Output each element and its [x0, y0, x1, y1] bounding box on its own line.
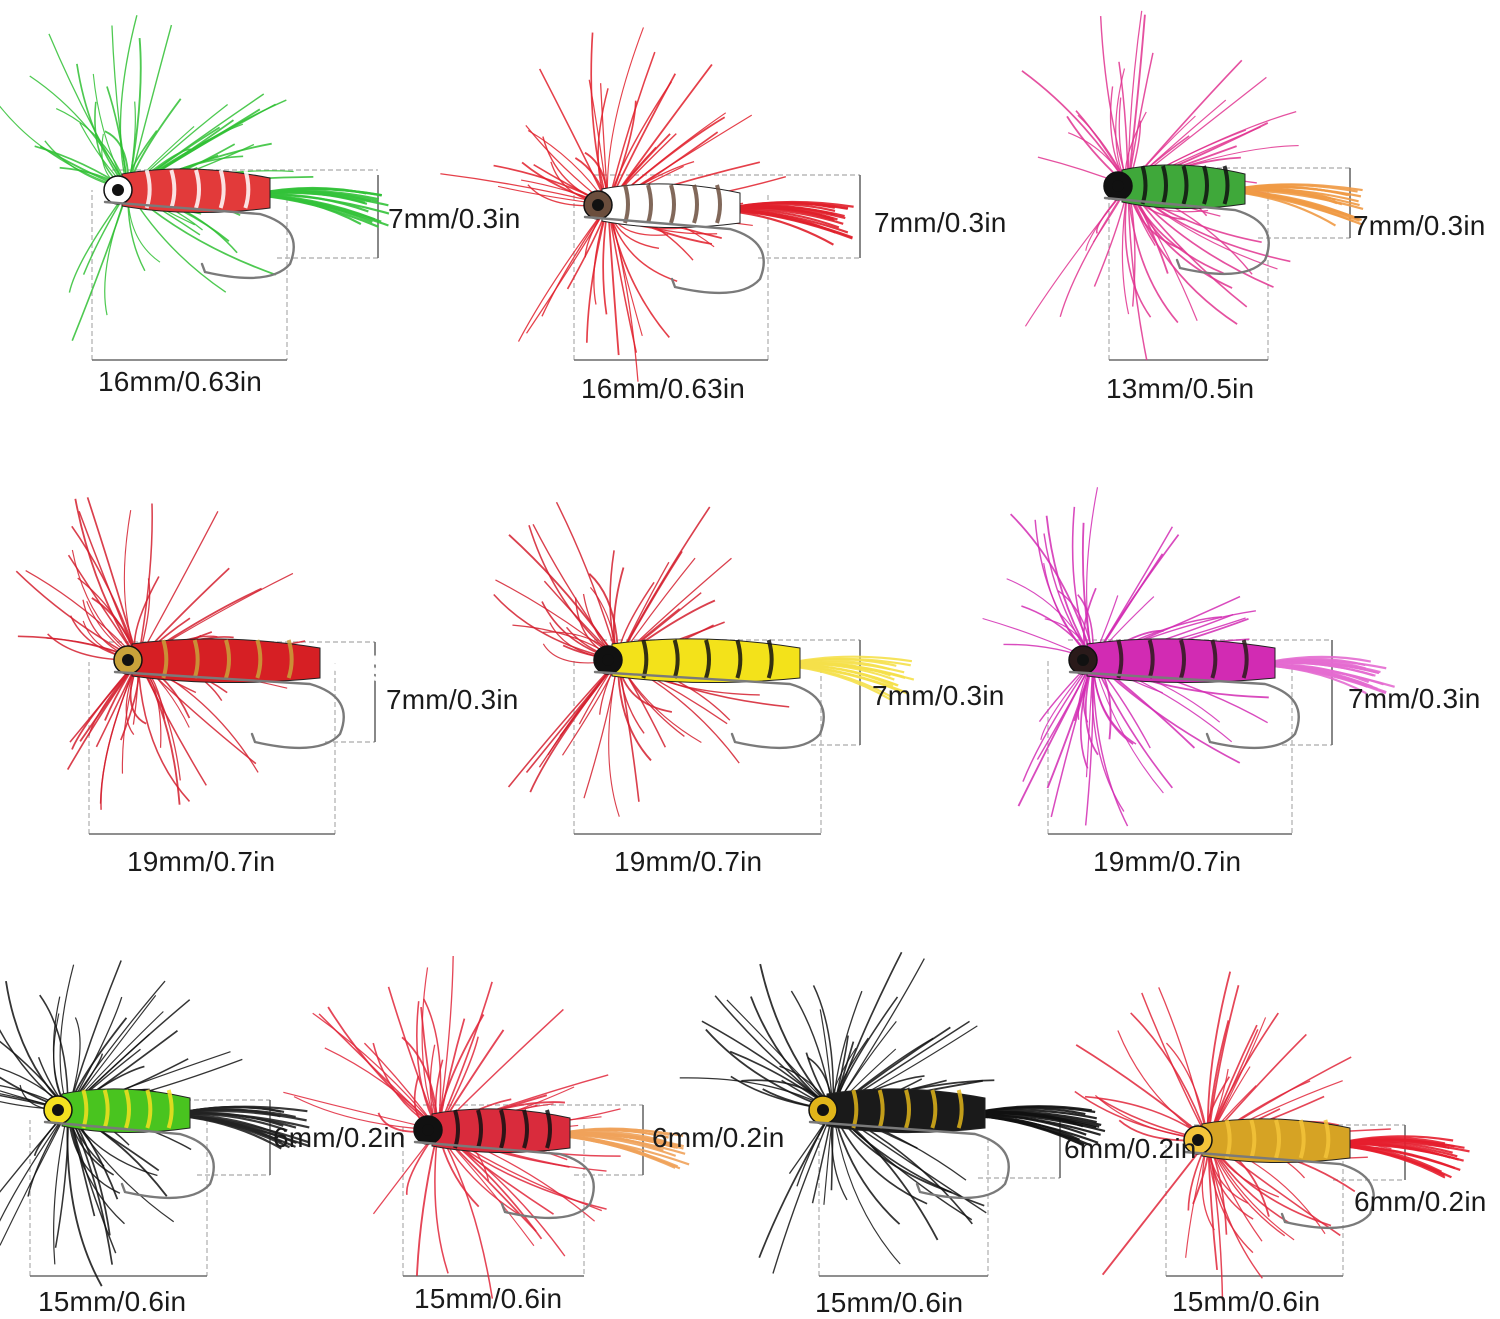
fly-body — [1086, 638, 1276, 684]
fly-body — [1201, 1118, 1351, 1164]
fly-7-width-label: 15mm/0.6in — [38, 1286, 187, 1317]
fishing-hook — [583, 215, 765, 295]
fly-6 — [982, 487, 1395, 835]
fishing-hook — [113, 670, 345, 750]
fly-1-height-label: 7mm/0.3in — [388, 203, 521, 234]
fly-10-height-label: 6mm/0.2in — [1354, 1186, 1487, 1217]
dimension-guide — [818, 1117, 1060, 1276]
fishing-hook — [103, 200, 295, 280]
fishing-hook — [808, 1120, 1010, 1200]
fly-10-width-label: 15mm/0.6in — [1172, 1286, 1321, 1317]
dimension-guide — [91, 169, 378, 360]
fly-2-height-label: 7mm/0.3in — [874, 207, 1007, 238]
fly-body — [601, 183, 741, 229]
fly-6-height-label: 7mm/0.3in — [1348, 683, 1481, 714]
fly-7 — [0, 960, 311, 1287]
fly-9-width-label: 15mm/0.6in — [815, 1287, 964, 1318]
fly-7-height-label: 6mm/0.2in — [273, 1122, 406, 1153]
fly-9-height-label: 6mm/0.2in — [1064, 1133, 1197, 1164]
fly-5-width-label: 19mm/0.7in — [614, 846, 763, 877]
fly-4-height-label: 7mm/0.3in — [386, 684, 519, 715]
fly-2 — [440, 27, 861, 382]
fly-1 — [0, 15, 390, 361]
fly-2-width-label: 16mm/0.63in — [581, 373, 746, 404]
fly-8-width-label: 15mm/0.6in — [414, 1283, 563, 1314]
fly-3-width-label: 13mm/0.5in — [1106, 373, 1255, 404]
fishing-hook — [1068, 670, 1300, 750]
fly-4 — [15, 497, 440, 835]
fishing-hook — [43, 1120, 215, 1200]
fly-10 — [1074, 971, 1470, 1301]
fly-3 — [1021, 10, 1364, 361]
dimension-guide — [1165, 1124, 1405, 1276]
fly-4-width-label: 19mm/0.7in — [127, 846, 276, 877]
fishing-hook — [1103, 196, 1270, 276]
fly-body — [611, 638, 801, 684]
fly-3-height-label: 7mm/0.3in — [1353, 210, 1486, 241]
fly-5 — [493, 501, 915, 835]
fly-body — [121, 168, 271, 214]
fly-body — [1121, 164, 1246, 210]
fly-body — [826, 1088, 986, 1134]
fly-8 — [283, 955, 690, 1299]
fly-body — [131, 638, 321, 684]
fishing-hook — [593, 670, 825, 750]
fly-body — [61, 1088, 191, 1134]
dimension-guide — [402, 1104, 643, 1276]
fly-8-height-label: 6mm/0.2in — [652, 1122, 785, 1153]
fly-9 — [679, 951, 1106, 1277]
fishing-hook — [1183, 1150, 1375, 1230]
fly-body — [431, 1108, 571, 1154]
fly-6-width-label: 19mm/0.7in — [1093, 846, 1242, 877]
fly-1-width-label: 16mm/0.63in — [98, 366, 263, 397]
fly-5-height-label: 7mm/0.3in — [872, 680, 1005, 711]
fishing-hook — [413, 1140, 595, 1220]
